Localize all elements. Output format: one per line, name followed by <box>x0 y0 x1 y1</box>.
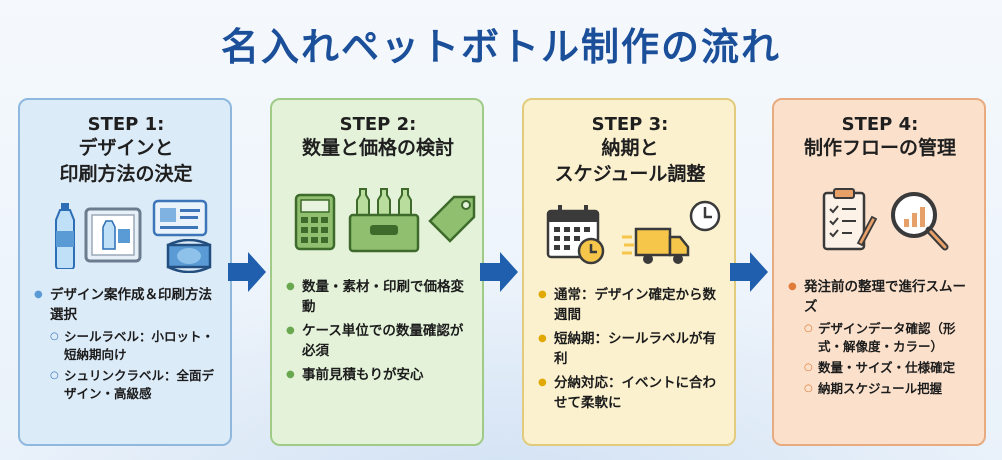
step-title: 数量と価格の検討 <box>301 137 454 159</box>
bullet-item: 分納対応：イベントに合わせて柔軟に <box>538 373 722 413</box>
bottle-icon <box>55 203 75 269</box>
flow-arrow-icon <box>480 252 518 292</box>
checklist-clipboard-icon <box>822 188 878 251</box>
sub-bullet-item: 納期スケジュール把握 <box>804 380 972 398</box>
step-3-card: STEP 3: 納期と スケジュール調整 通常：デ <box>522 98 736 446</box>
bullet-item: 発注前の整理で進行スムーズ デザインデータ確認（形式・解像度・カラー） 数量・サ… <box>788 277 972 398</box>
price-tag-icon <box>428 195 476 243</box>
magnifier-chart-icon <box>891 192 949 251</box>
bullet-item: デザイン案作成＆印刷方法選択 シールラベル：小ロット・短納期向け シュリンクラベ… <box>34 285 218 403</box>
bullet-item: 数量・素材・印刷で価格変動 <box>286 277 470 317</box>
bottle-case-icon <box>348 188 420 253</box>
step-icons <box>538 195 722 277</box>
label-print-icon <box>84 207 142 263</box>
step-2-card: STEP 2: 数量と価格の検討 数量・素材・ <box>270 98 484 446</box>
sub-bullet-item: デザインデータ確認（形式・解像度・カラー） <box>804 320 972 356</box>
bullet-item: 通常：デザイン確定から数週間 <box>538 285 722 325</box>
step-icons <box>788 187 972 269</box>
sub-bullet-item: 数量・サイズ・仕様確定 <box>804 359 972 377</box>
delivery-truck-icon <box>622 227 690 264</box>
step-1-card: STEP 1: デザインと 印刷方法の決定 <box>18 98 232 446</box>
step-label: STEP 4: <box>841 114 919 135</box>
step-bullets: 発注前の整理で進行スムーズ デザインデータ確認（形式・解像度・カラー） 数量・サ… <box>788 277 972 398</box>
page-title: 名入れペットボトル制作の流れ <box>220 25 781 69</box>
step-icons <box>34 195 218 277</box>
step-title: 制作フローの管理 <box>803 137 956 159</box>
sub-bullets: シールラベル：小ロット・短納期向け シュリンクラベル：全面デザイン・高級感 <box>50 328 218 403</box>
step-title: 納期と スケジュール調整 <box>554 137 706 185</box>
flow-arrow-icon <box>228 252 266 292</box>
flow-arrow-icon <box>730 252 768 292</box>
step-label: STEP 1: <box>87 114 165 135</box>
bullet-item: 事前見積もりが安心 <box>286 365 470 385</box>
label-card-icon <box>152 199 208 237</box>
step-bullets: 数量・素材・印刷で価格変動 ケース単位での数量確認が必須 事前見積もりが安心 <box>286 277 470 385</box>
sub-bullet-item: シュリンクラベル：全面デザイン・高級感 <box>50 367 218 403</box>
clock-icon <box>689 200 721 232</box>
calculator-icon <box>294 193 336 251</box>
step-label: STEP 3: <box>591 114 669 135</box>
calendar-icon <box>546 205 605 265</box>
step-icons <box>286 187 476 269</box>
step-4-card: STEP 4: 制作フローの管理 発注前の整理で進行スムーズ デザインデータ確認… <box>772 98 986 446</box>
step-label: STEP 2: <box>339 114 417 135</box>
sub-bullet-item: シールラベル：小ロット・短納期向け <box>50 328 218 364</box>
bullet-item: 短納期：シールラベルが有利 <box>538 329 722 369</box>
step-bullets: 通常：デザイン確定から数週間 短納期：シールラベルが有利 分納対応：イベントに合… <box>538 285 722 413</box>
bullet-item: ケース単位での数量確認が必須 <box>286 321 470 361</box>
step-bullets: デザイン案作成＆印刷方法選択 シールラベル：小ロット・短納期向け シュリンクラベ… <box>34 285 218 403</box>
shrink-label-icon <box>166 239 212 273</box>
step-title: デザインと 印刷方法の決定 <box>59 137 193 185</box>
sub-bullets: デザインデータ確認（形式・解像度・カラー） 数量・サイズ・仕様確定 納期スケジュ… <box>804 320 972 398</box>
